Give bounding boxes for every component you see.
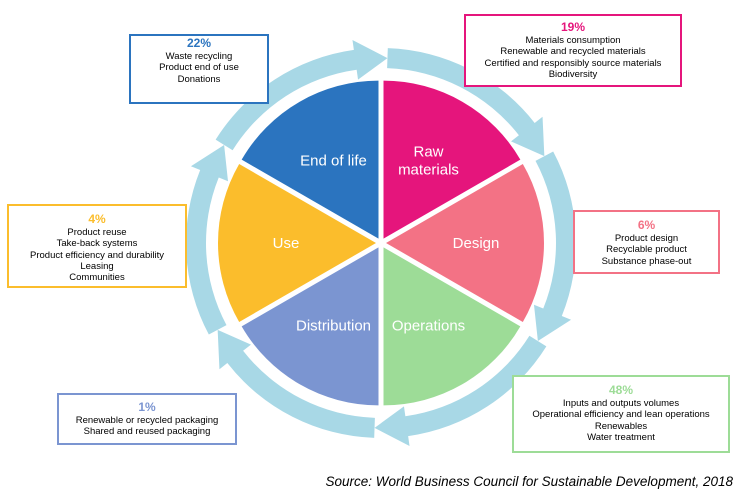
use-item: Leasing bbox=[80, 260, 114, 272]
distribution-label: Distribution bbox=[296, 317, 371, 334]
operations-item: Operational efficiency and lean operatio… bbox=[532, 409, 710, 421]
raw-materials-percent: 19% bbox=[560, 20, 586, 34]
use-wedge bbox=[218, 164, 376, 322]
raw-materials-item: Materials consumption bbox=[525, 35, 621, 46]
use-item: Take-back systems bbox=[56, 238, 138, 250]
design-percent: 6% bbox=[637, 218, 656, 232]
cycle-arrow-3 bbox=[533, 151, 576, 342]
design-item: Recyclable product bbox=[606, 244, 687, 256]
end-of-life-percent: 22% bbox=[186, 36, 212, 50]
raw-materials-item: Biodiversity bbox=[548, 68, 598, 80]
cycle-arrow-4 bbox=[374, 335, 547, 447]
distribution-item: Renewable or recycled packaging bbox=[75, 415, 219, 426]
design-label: Design bbox=[453, 235, 500, 252]
operations-item: Renewables bbox=[594, 420, 648, 432]
design-item: Substance phase-out bbox=[601, 255, 692, 267]
design-wedge bbox=[386, 164, 545, 322]
distribution-item: Shared and reused packaging bbox=[83, 426, 211, 438]
cycle-arrow-1 bbox=[215, 39, 388, 151]
raw-materials-item: Renewable and recycled materials bbox=[500, 46, 646, 58]
cycle-arrow-6 bbox=[185, 144, 229, 335]
raw-materials-item: Certified and responsibly source materia… bbox=[484, 57, 662, 69]
operations-wedge bbox=[383, 247, 521, 406]
distribution-percent: 1% bbox=[138, 400, 156, 414]
operations-percent: 48% bbox=[608, 383, 634, 397]
cycle-arrow-5 bbox=[217, 329, 375, 438]
operations-item: Inputs and outputs volumes bbox=[562, 398, 680, 409]
use-item: Product efficiency and durability bbox=[30, 249, 164, 261]
design-item: Product design bbox=[614, 233, 679, 244]
operations-label: Operations bbox=[392, 317, 465, 334]
end-of-life-item: Product end of use bbox=[159, 62, 239, 74]
operations-item: Water treatment bbox=[587, 431, 655, 443]
end-of-life-wedge bbox=[241, 80, 379, 239]
source-caption: Source: World Business Council for Susta… bbox=[325, 474, 733, 489]
use-label: Use bbox=[273, 235, 300, 252]
use-item: Product reuse bbox=[67, 227, 127, 238]
distribution-wedge bbox=[241, 247, 379, 406]
raw-materials-wedge bbox=[383, 80, 521, 239]
end-of-life-item: Donations bbox=[177, 73, 221, 85]
use-item: Communities bbox=[69, 272, 125, 284]
end-of-life-item: Waste recycling bbox=[165, 51, 233, 62]
use-percent: 4% bbox=[88, 212, 106, 226]
end-of-life-label: End of life bbox=[300, 153, 367, 170]
